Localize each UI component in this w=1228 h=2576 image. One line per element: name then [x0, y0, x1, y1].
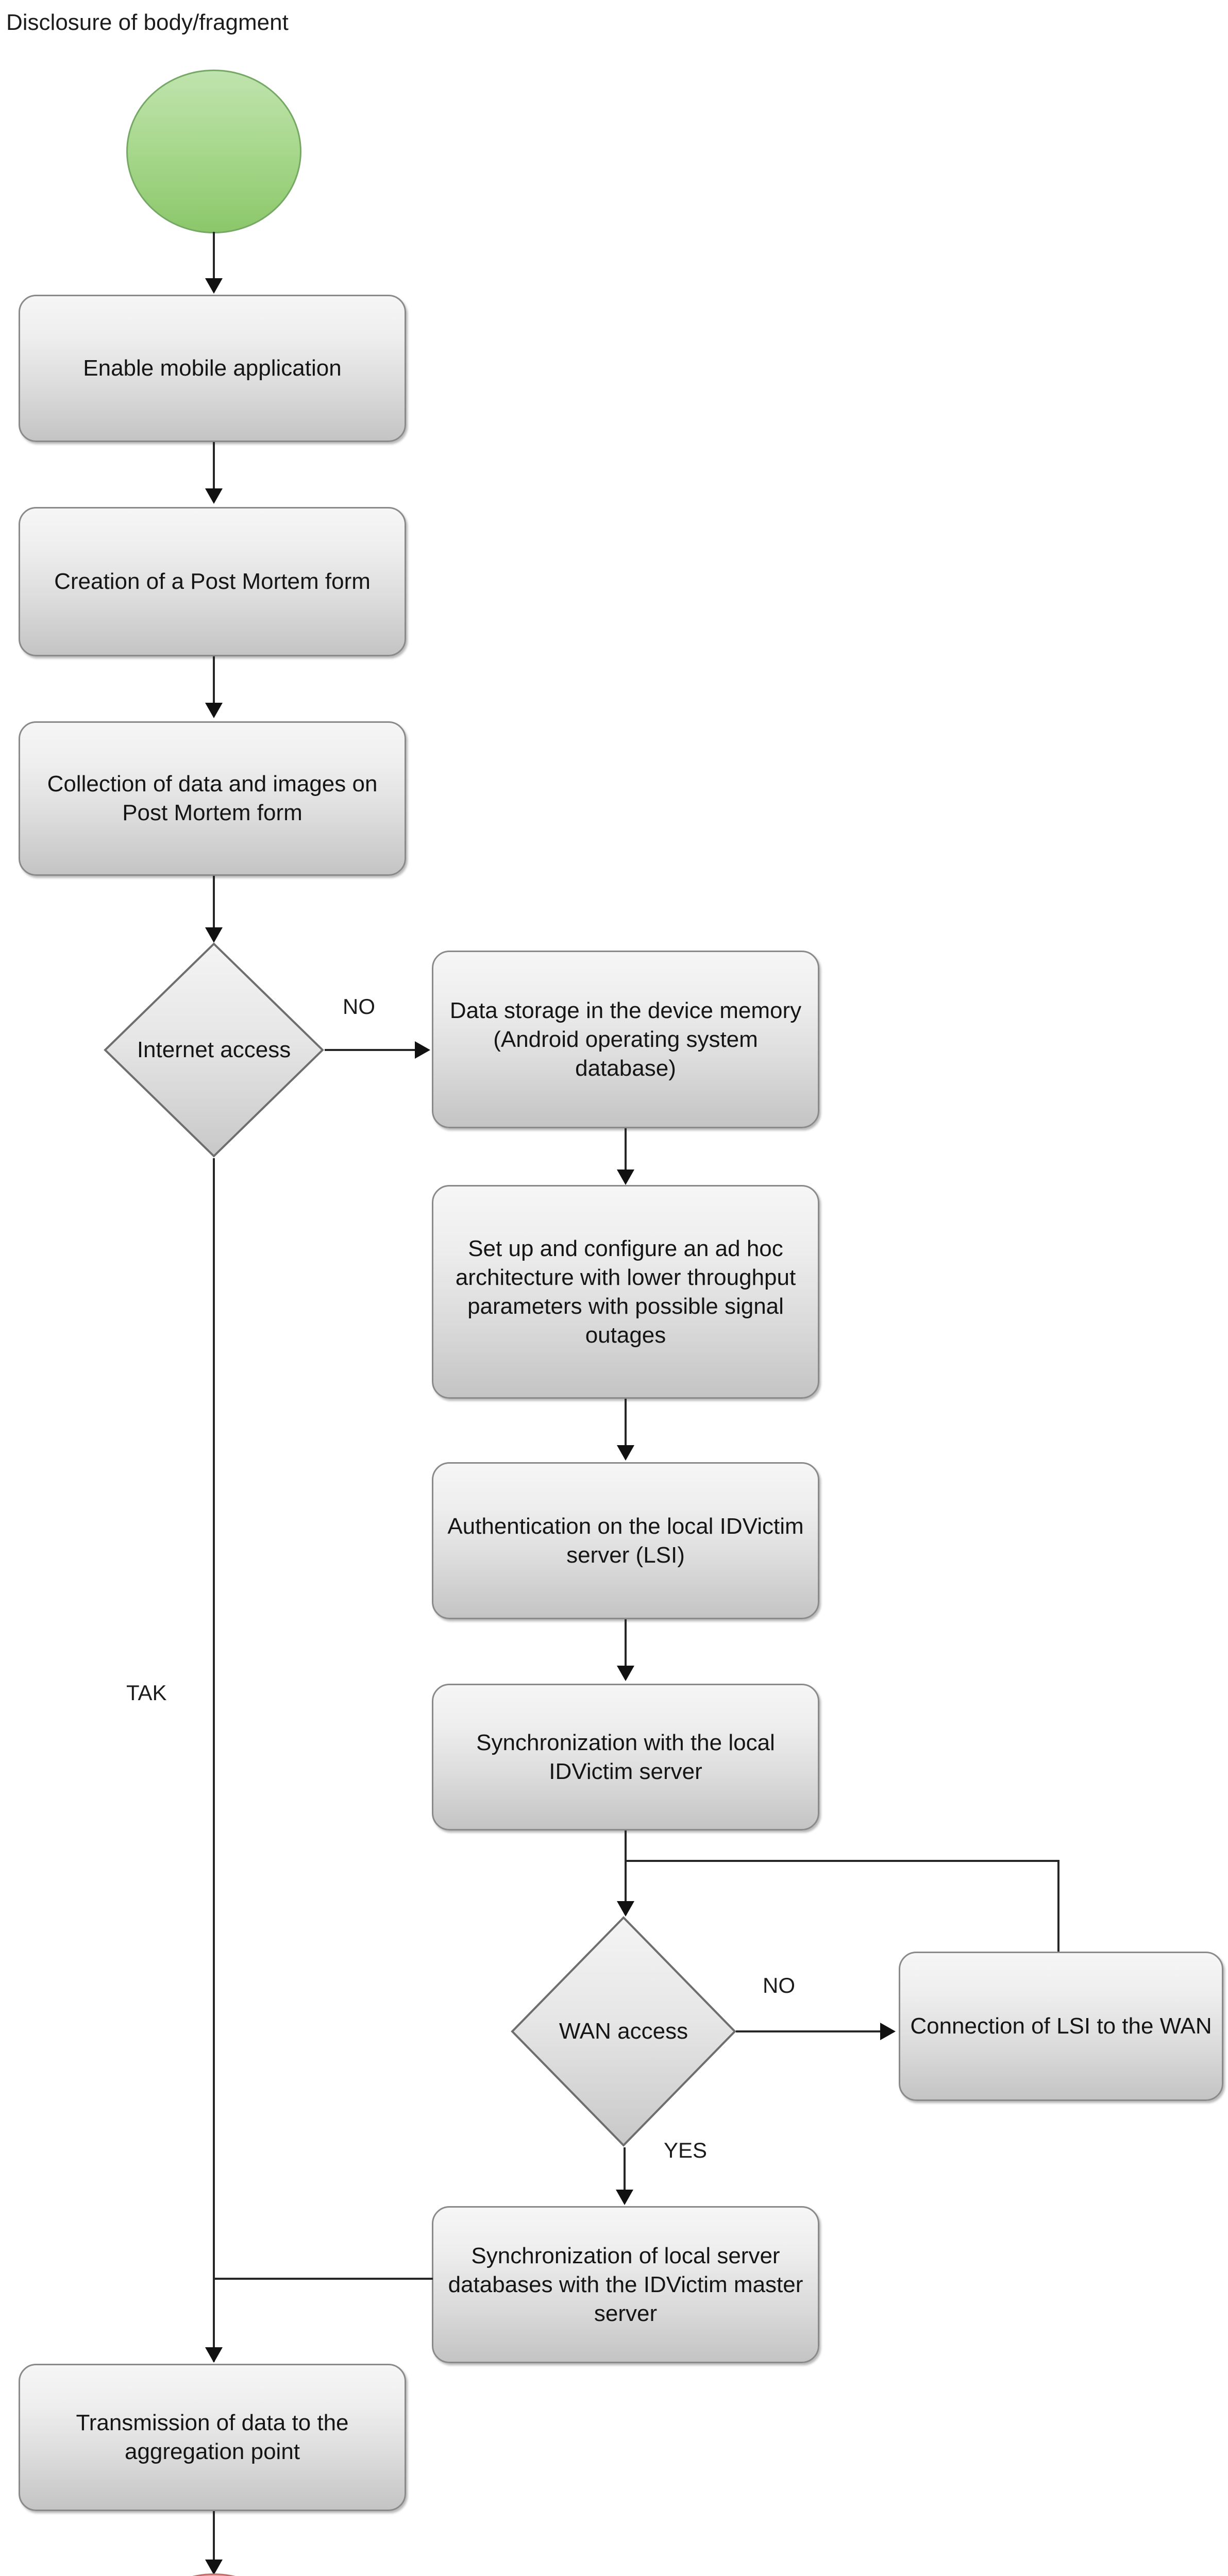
node-authentication-local-idvictim[interactable]: Authentication on the local IDVictim ser… [432, 1462, 819, 1619]
node-sync-master-server[interactable]: Synchronization of local server database… [432, 2206, 819, 2363]
arrowhead-wan [617, 1901, 634, 1917]
node-transmission-aggregation-point[interactable]: Transmission of data to the aggregation … [19, 2364, 406, 2511]
node-label: Enable mobile application [83, 355, 342, 381]
node-connection-lsi-to-wan[interactable]: Connection of LSI to the WAN [899, 1952, 1223, 2101]
connector-wan-no [736, 2030, 883, 2032]
node-label: Set up and configure an ad hoc architect… [455, 1235, 796, 1348]
arrowhead-auth [617, 1445, 634, 1461]
connector-connlsi-feedback-horizontal [625, 1860, 1059, 1862]
connector-synclocal-to-wan [625, 1831, 627, 1910]
decision-label: WAN access [559, 2019, 688, 2044]
start-terminator [126, 70, 301, 233]
node-label: Data storage in the device memory (Andro… [449, 997, 802, 1081]
arrowhead-synclocal [617, 1666, 634, 1681]
decision-internet-access[interactable]: Internet access [103, 942, 325, 1158]
node-label: Connection of LSI to the WAN [910, 2013, 1212, 2039]
arrowhead-transmit [205, 2347, 223, 2363]
node-data-storage-device-memory[interactable]: Data storage in the device memory (Andro… [432, 951, 819, 1128]
arrowhead-syncmaster [616, 2190, 633, 2205]
diagram-caption: Disclosure of body/fragment [6, 10, 289, 35]
connector-syncmaster-to-spine [213, 2278, 433, 2280]
connector-enable-to-create [213, 442, 215, 499]
connector-internet-no [325, 1049, 417, 1051]
node-adhoc-architecture[interactable]: Set up and configure an ad hoc architect… [432, 1185, 819, 1399]
connector-start-to-enable [213, 232, 215, 286]
arrowhead-collect [205, 703, 223, 718]
diamond-shape [511, 1916, 736, 2147]
edge-label-wan-no: NO [763, 1973, 795, 1997]
node-collection-of-data[interactable]: Collection of data and images on Post Mo… [19, 721, 406, 876]
connector-collect-to-internet [213, 876, 215, 933]
edge-label-wan-yes: YES [664, 2138, 708, 2162]
arrowhead-end [205, 2560, 223, 2575]
decision-label: Internet access [137, 1037, 291, 1062]
connector-transmit-to-end [213, 2511, 215, 2570]
connector-internet-tak-spine [213, 1158, 215, 2362]
connector-adhoc-to-auth [625, 1399, 627, 1458]
connector-storage-to-adhoc [625, 1128, 627, 1180]
node-enable-mobile-application[interactable]: Enable mobile application [19, 295, 406, 442]
arrowhead-connlsi [880, 2023, 896, 2040]
edge-label-internet-no: NO [343, 994, 375, 1019]
arrowhead-enable [205, 278, 223, 294]
decision-wan-access[interactable]: WAN access [510, 1916, 737, 2147]
connector-auth-to-synclocal [625, 1619, 627, 1676]
end-terminator [126, 2573, 301, 2576]
arrowhead-create [205, 488, 223, 504]
connector-wan-yes [624, 2147, 626, 2201]
arrowhead-storage [415, 1041, 430, 1059]
node-label: Synchronization with the local IDVictim … [476, 1730, 775, 1784]
connector-connlsi-feedback-vertical [1057, 1860, 1059, 1952]
node-label: Creation of a Post Mortem form [54, 569, 371, 594]
node-label: Authentication on the local IDVictim ser… [447, 1513, 804, 1568]
node-label: Transmission of data to the aggregation … [76, 2410, 349, 2464]
node-label: Collection of data and images on Post Mo… [47, 771, 378, 825]
node-label: Synchronization of local server database… [448, 2243, 803, 2326]
arrowhead-adhoc [617, 1170, 634, 1185]
diamond-shape [104, 942, 324, 1158]
arrowhead-internet [205, 927, 223, 943]
node-creation-post-mortem-form[interactable]: Creation of a Post Mortem form [19, 507, 406, 656]
node-sync-local-idvictim[interactable]: Synchronization with the local IDVictim … [432, 1684, 819, 1831]
connector-create-to-collect [213, 656, 215, 713]
edge-label-internet-tak: TAK [126, 1681, 167, 1705]
